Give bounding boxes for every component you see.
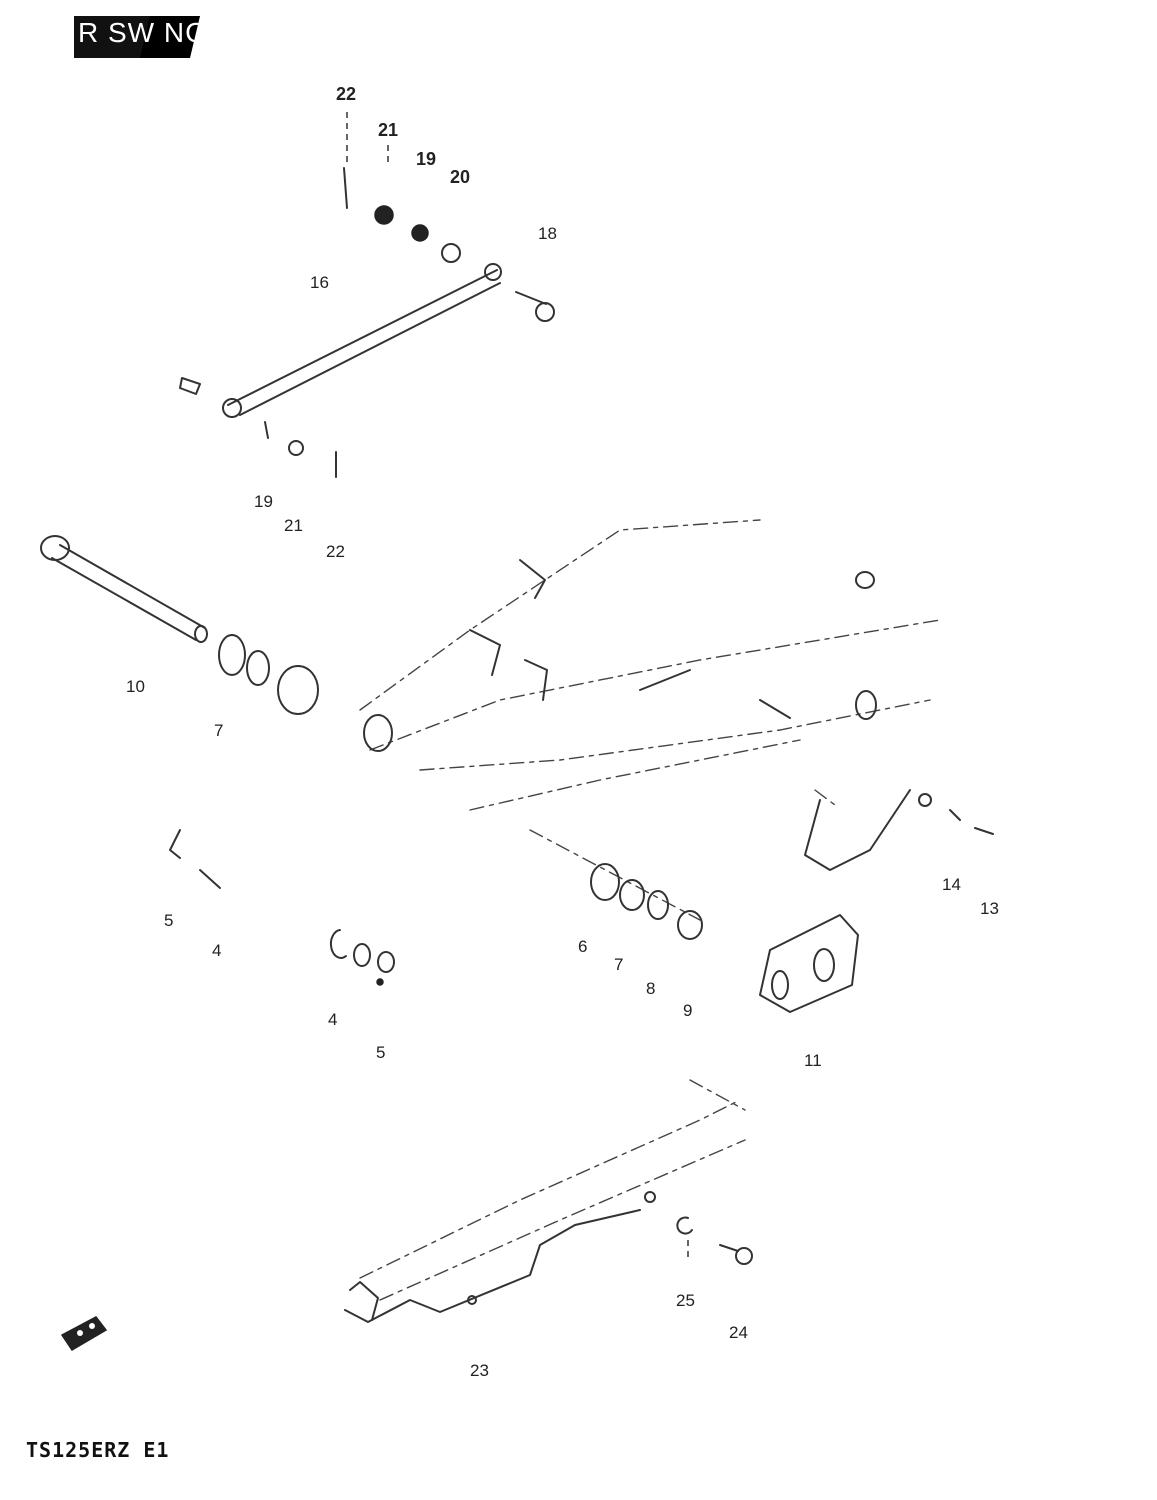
bolt-and-nut-left — [169, 829, 221, 889]
callout-21-bottom: 21 — [284, 516, 303, 535]
callout-4-center: 4 — [328, 1010, 337, 1029]
section-header-badge — [74, 16, 200, 58]
pivot-bushing-set — [218, 634, 319, 715]
callout-8: 8 — [646, 979, 655, 998]
callout-4-left: 4 — [212, 941, 221, 960]
washer-bottom — [264, 421, 337, 478]
callout-19-top: 19 — [416, 149, 436, 169]
callout-22-top: 22 — [336, 84, 356, 104]
callout-19-bottom: 19 — [254, 492, 273, 511]
callout-7-left: 7 — [214, 721, 223, 740]
swingarm-pivot-shaft — [40, 535, 208, 643]
shock-mount-bolt-right — [515, 291, 555, 322]
callout-21-top: 21 — [378, 120, 398, 140]
shock-mount-bolt-left — [179, 377, 201, 395]
chain-case — [344, 1079, 746, 1323]
callout-20: 20 — [450, 167, 470, 187]
callout-25: 25 — [676, 1291, 695, 1310]
chain-buffer — [804, 789, 994, 871]
chain-joint-icon — [60, 1316, 108, 1352]
rear-shock-absorber — [222, 263, 502, 418]
chain-case-bolt — [676, 1216, 753, 1265]
callout-6: 6 — [578, 937, 587, 956]
callout-22-bottom: 22 — [326, 542, 345, 561]
callout-5-left: 5 — [164, 911, 173, 930]
callout-23: 23 — [470, 1361, 489, 1380]
callout-14: 14 — [942, 875, 961, 894]
section-label: R SW NG — [78, 17, 208, 48]
callout-13: 13 — [980, 899, 999, 918]
callout-10: 10 — [126, 677, 145, 696]
callout-16: 16 — [310, 273, 329, 292]
callout-18: 18 — [538, 224, 557, 243]
callout-24: 24 — [729, 1323, 748, 1342]
callout-5-center: 5 — [376, 1043, 385, 1062]
callout-7-right: 7 — [614, 955, 623, 974]
callout-9: 9 — [683, 1001, 692, 1020]
cotter-pin-top — [343, 112, 348, 209]
model-code: TS125ERZ E1 — [26, 1438, 170, 1462]
inner-bushing-parts — [529, 829, 703, 940]
collar-set — [329, 929, 395, 986]
swingarm — [359, 519, 941, 811]
callout-11: 11 — [804, 1051, 822, 1070]
chain-guide — [759, 914, 859, 1013]
washer-top — [374, 205, 461, 263]
